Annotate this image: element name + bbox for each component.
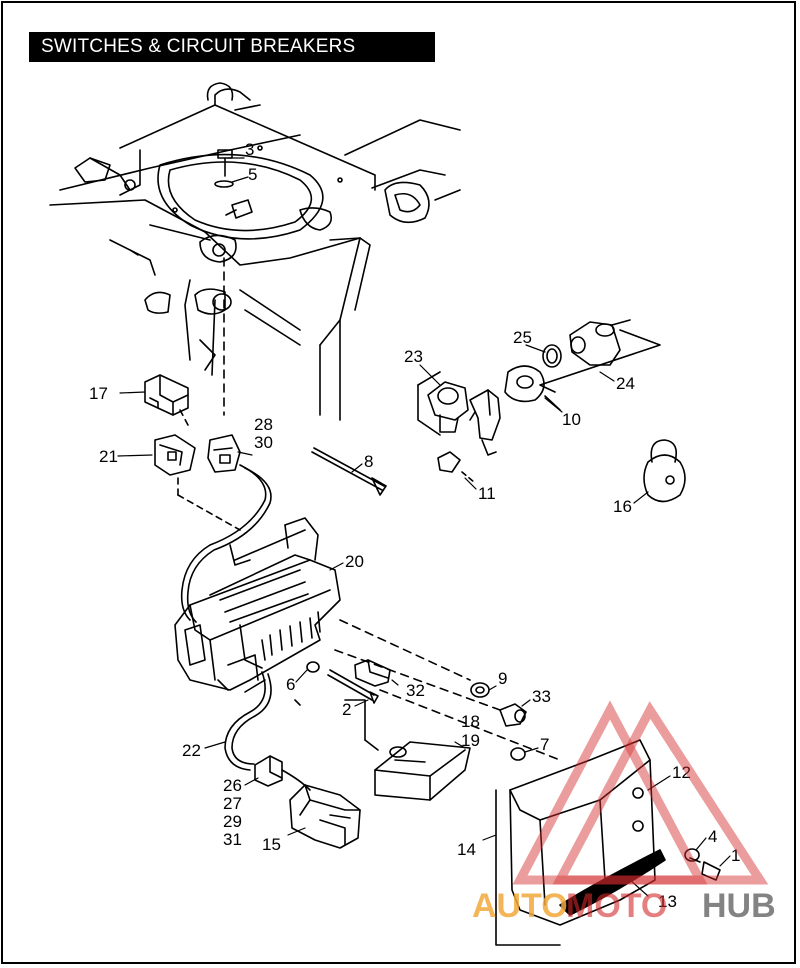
callout-13: 13 xyxy=(658,892,677,911)
callout-23: 23 xyxy=(404,347,423,366)
part-bracket xyxy=(469,389,501,456)
part-26-connector xyxy=(254,755,311,791)
part-24-ignition xyxy=(539,319,661,393)
watermark-text-hub: HUB xyxy=(702,887,776,925)
callout-leaders xyxy=(117,157,731,897)
callout-21: 21 xyxy=(99,447,118,466)
callout-32: 32 xyxy=(406,681,425,700)
callout-24: 24 xyxy=(616,374,635,393)
page-title: SWITCHES & CIRCUIT BREAKERS xyxy=(29,32,435,62)
callout-28: 28 xyxy=(254,415,273,434)
watermark-text-auto: AUTO xyxy=(472,887,568,925)
callout-29: 29 xyxy=(223,812,242,831)
part-32-fuse xyxy=(354,659,391,687)
part-11-nut xyxy=(437,451,475,483)
callout-17: 17 xyxy=(89,384,108,403)
callout-18: 18 xyxy=(461,712,480,731)
part-21-bracket xyxy=(154,434,241,531)
watermark-text-moto: MOTO xyxy=(566,887,667,925)
part-14-cover xyxy=(495,739,666,946)
callout-15: 15 xyxy=(262,835,281,854)
watermark-logo: AUTO MOTO HUB xyxy=(472,700,776,925)
callout-12: 12 xyxy=(672,763,691,782)
part-18-module xyxy=(344,699,471,801)
callout-16: 16 xyxy=(613,497,632,516)
callout-7: 7 xyxy=(540,735,549,754)
callout-33: 33 xyxy=(532,687,551,706)
part-2-bolt xyxy=(327,669,379,704)
callout-5: 5 xyxy=(248,165,257,184)
callout-22: 22 xyxy=(182,741,201,760)
part-15-switch xyxy=(289,784,361,849)
callout-9: 9 xyxy=(498,669,507,688)
part-22-harness xyxy=(224,671,301,771)
part-17-relay xyxy=(144,374,189,426)
part-16-key-tag xyxy=(643,439,686,503)
part-33-fitting xyxy=(499,703,527,727)
part-1-screw xyxy=(689,857,721,881)
part-23-switch xyxy=(417,371,469,436)
callout-14: 14 xyxy=(457,840,476,859)
chassis-frame xyxy=(49,82,461,421)
part-25-ring xyxy=(542,344,562,368)
callout-2: 2 xyxy=(342,700,351,719)
callout-31: 31 xyxy=(223,830,242,849)
part-20-fuse-block xyxy=(174,517,341,693)
callout-20: 20 xyxy=(345,552,364,571)
callout-6: 6 xyxy=(286,675,295,694)
part-28-connector xyxy=(207,434,241,473)
callout-25: 25 xyxy=(513,328,532,347)
callout-27: 27 xyxy=(223,794,242,813)
callout-3: 3 xyxy=(245,140,254,159)
callout-11: 11 xyxy=(478,484,496,503)
callout-8: 8 xyxy=(364,452,373,471)
callout-1: 1 xyxy=(731,846,740,865)
wiring-harness xyxy=(180,464,272,623)
callout-10: 10 xyxy=(562,410,581,429)
part-4-washer xyxy=(684,848,700,862)
callout-26: 26 xyxy=(223,776,242,795)
part-8-rod xyxy=(311,447,387,496)
callout-labels: 3 5 17 21 28 30 8 20 23 25 24 10 11 16 9… xyxy=(89,140,740,911)
watermark-triangle xyxy=(512,700,708,885)
callout-30: 30 xyxy=(254,433,273,452)
callout-19: 19 xyxy=(461,731,480,750)
callout-4: 4 xyxy=(708,827,717,846)
